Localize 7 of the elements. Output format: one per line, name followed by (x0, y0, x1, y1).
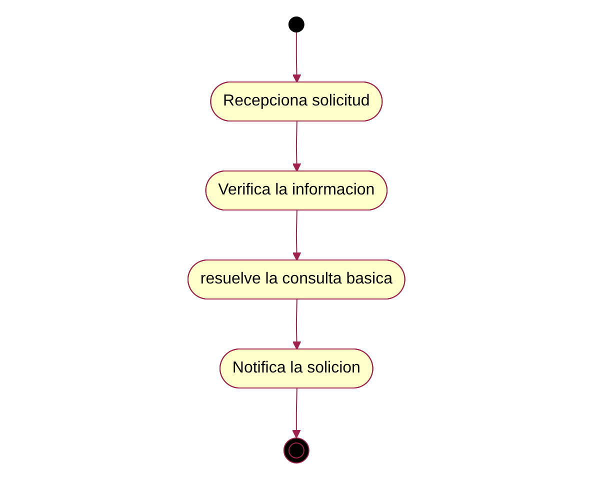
arrow (292, 32, 301, 83)
arrow (292, 299, 301, 350)
arrow (292, 388, 300, 438)
node-circle (288, 16, 304, 33)
arrow (292, 210, 301, 261)
arrow (292, 121, 301, 172)
node-circle (283, 437, 309, 464)
